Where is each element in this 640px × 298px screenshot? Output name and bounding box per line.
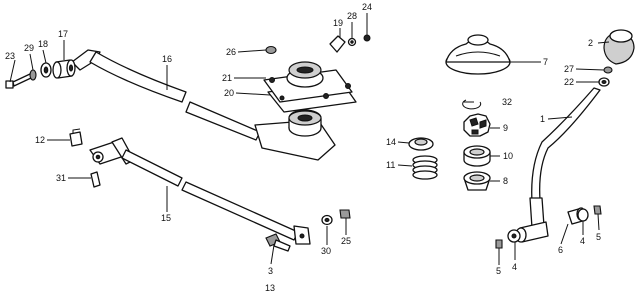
callout-29: 29 <box>24 43 34 53</box>
callout-12: 12 <box>35 135 45 145</box>
nut-5-left <box>495 239 503 249</box>
washer-22 <box>598 77 610 87</box>
shift-lever-housing <box>254 109 336 161</box>
callout-9: 9 <box>503 123 508 133</box>
mounting-bracket <box>263 61 353 103</box>
callout-3: 3 <box>268 266 273 276</box>
callout-18: 18 <box>38 39 48 49</box>
spring-11 <box>412 155 438 180</box>
nut-27 <box>603 66 613 74</box>
bushing-10 <box>463 145 491 167</box>
screw-24 <box>363 34 371 42</box>
callout-16: 16 <box>162 54 172 64</box>
callout-10: 10 <box>503 151 513 161</box>
nut-5-right <box>593 205 602 215</box>
callout-5-left: 5 <box>496 266 501 276</box>
washer-14 <box>408 137 434 151</box>
callout-6: 6 <box>558 245 563 255</box>
callout-2: 2 <box>588 38 593 48</box>
callout-4-left: 4 <box>512 262 517 272</box>
bushing-18 <box>40 62 52 78</box>
callout-28: 28 <box>347 11 357 21</box>
callout-23: 23 <box>5 51 15 61</box>
callout-8: 8 <box>503 176 508 186</box>
callout-22: 22 <box>564 77 574 87</box>
pin-31 <box>90 171 101 188</box>
washer-29 <box>29 69 37 81</box>
callout-15: 15 <box>161 213 171 223</box>
clip-19 <box>329 35 346 53</box>
callout-5-right: 5 <box>596 232 601 242</box>
callout-13: 13 <box>265 283 275 293</box>
washer-30 <box>321 214 333 226</box>
shift-knob-2 <box>603 29 635 65</box>
washer-4-left <box>507 229 521 243</box>
callout-20: 20 <box>224 88 234 98</box>
seat-8 <box>463 171 491 191</box>
nut-26 <box>265 45 277 55</box>
callout-27: 27 <box>564 64 574 74</box>
callout-11: 11 <box>386 160 395 170</box>
washer-28 <box>347 37 357 47</box>
shift-rod-upper <box>71 49 261 141</box>
washer-4-right <box>577 208 589 222</box>
callout-26: 26 <box>226 47 236 57</box>
callout-19: 19 <box>333 18 343 28</box>
callout-labels: 23 29 18 17 16 26 19 28 24 21 20 12 31 1… <box>5 2 601 293</box>
snap-ring-32 <box>462 99 482 110</box>
shift-lever-1 <box>515 87 601 243</box>
callout-25: 25 <box>341 236 351 246</box>
ball-seat-9 <box>463 113 491 137</box>
leader-lines <box>9 13 610 265</box>
callout-21: 21 <box>222 73 232 83</box>
callout-1: 1 <box>540 114 545 124</box>
bushing-17 <box>52 59 76 79</box>
shift-boot-7 <box>445 34 511 75</box>
shift-rod-lower <box>89 137 311 245</box>
callout-14: 14 <box>386 137 396 147</box>
callout-4-right: 4 <box>580 236 585 246</box>
callout-17: 17 <box>58 29 68 39</box>
bolt-3 <box>265 233 291 252</box>
callout-24: 24 <box>362 2 372 12</box>
callout-7: 7 <box>543 57 548 67</box>
callout-32: 32 <box>502 97 512 107</box>
callout-31: 31 <box>56 173 66 183</box>
clamp-12 <box>69 128 83 147</box>
callout-30: 30 <box>321 246 331 256</box>
nut-25 <box>339 209 351 219</box>
